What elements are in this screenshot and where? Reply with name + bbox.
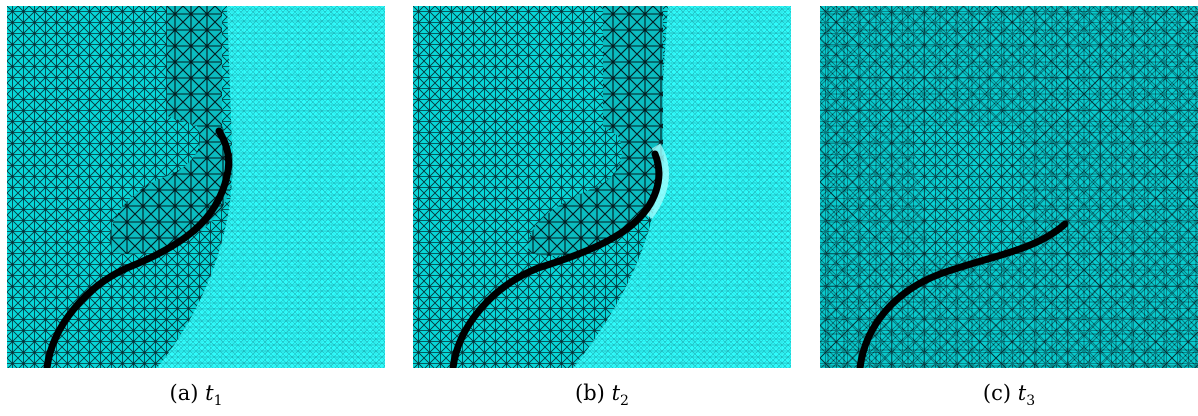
caption-a: (a) t1 (7, 380, 385, 414)
mesh-image-a (7, 6, 385, 368)
caption-subscript-a: 1 (213, 393, 223, 410)
caption-time-c: t (1017, 381, 1027, 405)
mesh-panel-b (413, 6, 791, 368)
caption-subscript-c: 3 (1026, 393, 1036, 410)
caption-time-b: t (611, 381, 621, 405)
mesh-image-b (413, 6, 791, 368)
caption-label-c: (c) (982, 381, 1012, 405)
mesh-panel-a (7, 6, 385, 368)
caption-c: (c) t3 (820, 380, 1198, 414)
caption-label-a: (a) (169, 381, 199, 405)
caption-label-b: (b) (575, 381, 605, 405)
caption-b: (b) t2 (413, 380, 791, 414)
caption-time-a: t (205, 381, 214, 405)
caption-subscript-b: 2 (620, 393, 629, 410)
mesh-image-c (820, 6, 1198, 368)
mesh-panel-c (820, 6, 1198, 368)
